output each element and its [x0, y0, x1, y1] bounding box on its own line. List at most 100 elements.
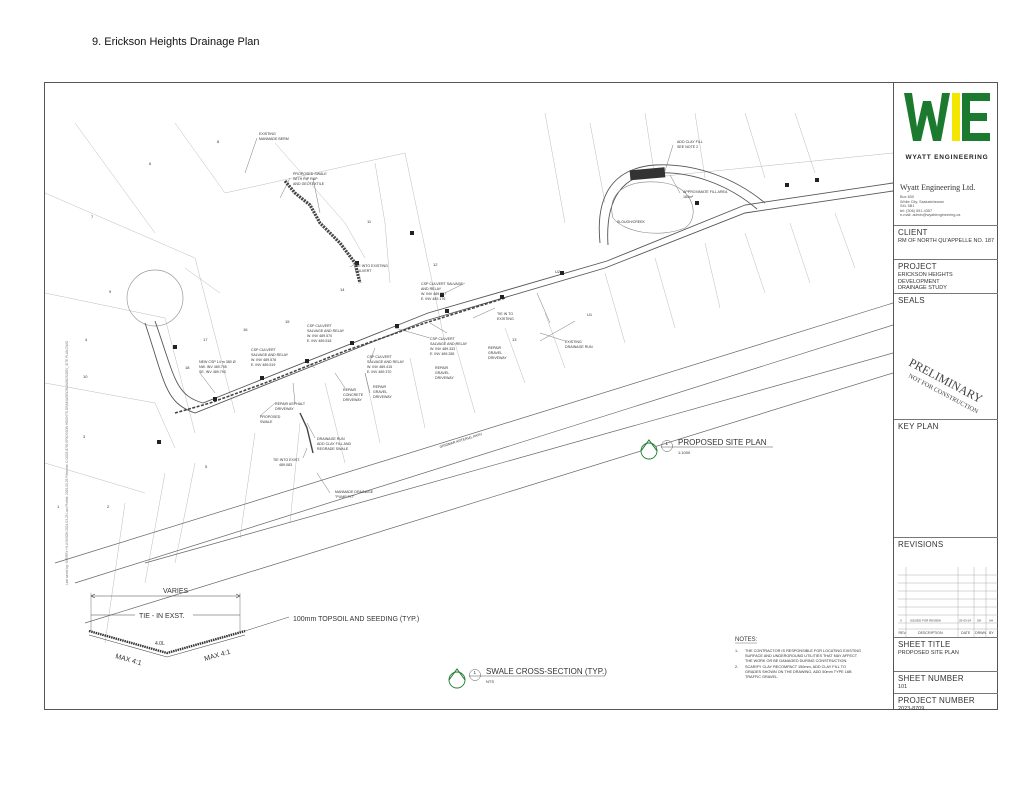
- svg-text:SWALE: SWALE: [260, 420, 273, 424]
- svg-text:WITH RIP RAP: WITH RIP RAP: [293, 177, 318, 181]
- svg-text:4.0L: 4.0L: [155, 641, 165, 647]
- svg-text:9: 9: [109, 289, 112, 294]
- firm-address: Box 800 White City, Saskatchewan S4L 5B1…: [900, 195, 961, 218]
- svg-text:CSP CULVERT SALVAGE: CSP CULVERT SALVAGE: [421, 282, 464, 286]
- svg-text:MANMADE BERM: MANMADE BERM: [259, 137, 289, 141]
- slough-outline: [611, 181, 694, 234]
- svg-text:W. INV 489.415: W. INV 489.415: [367, 365, 392, 369]
- notes-block: NOTES: 1. THE CONTRACTOR IS RESPONSIBLE …: [735, 637, 861, 679]
- svg-text:CSP CULVERT: CSP CULVERT: [430, 337, 456, 341]
- client-section: CLIENT RM OF NORTH QU'APPELLE NO. 187: [894, 225, 998, 259]
- site-plan-drawing: GRIDMAR ARTERIAL PATH SLOUGH/CREEK: [45, 112, 893, 689]
- svg-text:U2: U2: [555, 269, 561, 274]
- svg-text:DRIVEWAY: DRIVEWAY: [488, 356, 507, 360]
- svg-text:SURFACE AND UNDERGROUND UTILIT: SURFACE AND UNDERGROUND UTILITIES THAT M…: [745, 654, 858, 658]
- svg-text:GRAVEL: GRAVEL: [435, 371, 449, 375]
- svg-text:APPROXIMATE FILL AREA: APPROXIMATE FILL AREA: [683, 190, 728, 194]
- svg-text:TIE INTO EXISTING: TIE INTO EXISTING: [355, 264, 388, 268]
- svg-text:CSP CULVERT: CSP CULVERT: [251, 348, 277, 352]
- project-number-section: PROJECT NUMBER 2023-8709: [894, 693, 998, 712]
- svg-text:REPAIR ASPHALT: REPAIR ASPHALT: [275, 402, 306, 406]
- svg-text:DATE: DATE: [961, 631, 971, 635]
- svg-text:TIE - IN EXST.: TIE - IN EXST.: [139, 613, 185, 620]
- view1-title: 1 PROPOSED SITE PLAN 1:1000: [640, 438, 773, 460]
- svg-text:PROPOSED SWALE: PROPOSED SWALE: [293, 172, 327, 176]
- sheet-title-section: SHEET TITLE PROPOSED SITE PLAN: [894, 637, 998, 671]
- lot-numbers: 6 7 8 9 10 11 12 13 14 15 16 17 18 1 2 3…: [57, 139, 593, 509]
- svg-text:16: 16: [243, 327, 248, 332]
- svg-text:TRAFFIC GRAVEL.: TRAFFIC GRAVEL.: [745, 675, 778, 679]
- svg-text:E. INV 489.285: E. INV 489.285: [430, 352, 454, 356]
- svg-text:ISSUED FOR REVIEW: ISSUED FOR REVIEW: [910, 619, 941, 623]
- svg-text:4: 4: [85, 337, 88, 342]
- svg-text:REV.: REV.: [899, 631, 907, 635]
- svg-text:SALVAGE AND RELAY: SALVAGE AND RELAY: [251, 353, 289, 357]
- north-arrow-icon: [640, 439, 658, 452]
- svg-text:EXISTING: EXISTING: [497, 317, 514, 321]
- svg-text:GRAVEL: GRAVEL: [373, 390, 387, 394]
- svg-text:DRWN: DRWN: [975, 631, 987, 635]
- svg-text:SWALE CROSS-SECTION (TYP.): SWALE CROSS-SECTION (TYP.): [486, 667, 607, 676]
- svg-text:1: 1: [666, 441, 669, 446]
- page-title: 9. Erickson Heights Drainage Plan: [92, 36, 260, 48]
- svg-text:1.: 1.: [735, 649, 738, 653]
- firm-name: Wyatt Engineering Ltd.: [900, 183, 976, 192]
- svg-text:DRIVEWAY: DRIVEWAY: [435, 376, 454, 380]
- road-lines: [144, 164, 893, 414]
- leader-lines: [199, 137, 681, 494]
- title-block: WYATT ENGINEERING Wyatt Engineering Ltd.…: [893, 83, 998, 712]
- svg-text:REPAIR: REPAIR: [373, 385, 387, 389]
- svg-text:E. INV 489.518: E. INV 489.518: [307, 339, 331, 343]
- svg-text:U1: U1: [587, 312, 593, 317]
- svg-text:DESCRIPTION: DESCRIPTION: [918, 631, 943, 635]
- svg-text:DRIVEWAY: DRIVEWAY: [373, 395, 392, 399]
- svg-text:6: 6: [149, 161, 152, 166]
- svg-text:TIE IN TO: TIE IN TO: [497, 312, 513, 316]
- highway-label: GRIDMAR ARTERIAL PATH: [439, 432, 483, 449]
- key-plan-section: KEY PLAN: [894, 419, 998, 537]
- revisions-table: 0 ISSUED FOR REVIEW 25-03-24 SH AH REV. …: [898, 567, 998, 637]
- svg-text:25-03-24: 25-03-24: [959, 619, 971, 623]
- svg-text:15: 15: [285, 319, 290, 324]
- svg-text:E. INV 489.519: E. INV 489.519: [251, 363, 275, 367]
- wyatt-logo: [902, 91, 992, 145]
- svg-text:REPAIR: REPAIR: [435, 366, 449, 370]
- svg-text:12: 12: [433, 262, 438, 267]
- svg-text:11: 11: [367, 219, 372, 224]
- svg-text:REPAIR: REPAIR: [343, 388, 357, 392]
- slough-label: SLOUGH/CREEK: [617, 220, 645, 224]
- swale-cross-section: VARIES TIE - IN EXST. 100mm TOPSOIL AND …: [88, 588, 419, 667]
- callout-labels: EXISTING MANMADE BERM PROPOSED SWALE WIT…: [199, 132, 728, 499]
- drainage-run-line: [299, 412, 314, 454]
- cul-de-sac: [126, 269, 184, 327]
- svg-text:THE CONTRACTOR IS RESPONSIBLE: THE CONTRACTOR IS RESPONSIBLE FOR LOCATI…: [745, 649, 861, 653]
- svg-text:1:1000: 1:1000: [678, 450, 691, 455]
- svg-text:EXISTING: EXISTING: [565, 340, 582, 344]
- view2-title: 1 SWALE CROSS-SECTION (TYP.) NTS: [448, 667, 607, 689]
- svg-text:13: 13: [512, 337, 517, 342]
- revisions-section: REVISIONS: [894, 537, 998, 637]
- svg-text:CONCRETE: CONCRETE: [343, 393, 364, 397]
- svg-text:SALVAGE AND RELAY: SALVAGE AND RELAY: [307, 329, 345, 333]
- svg-text:10: 10: [83, 374, 88, 379]
- seals-section: SEALS: [894, 293, 998, 419]
- svg-text:BY: BY: [989, 631, 994, 635]
- svg-text:1: 1: [474, 670, 477, 675]
- svg-text:W. INV 489.570: W. INV 489.570: [307, 334, 332, 338]
- north-arrow-icon-2: [448, 668, 466, 681]
- svg-text:100mm TOPSOIL AND SEEDING (TYP: 100mm TOPSOIL AND SEEDING (TYP.): [293, 616, 419, 623]
- svg-text:MAX 4:1: MAX 4:1: [204, 649, 232, 663]
- svg-text:DRAINAGE RUN: DRAINAGE RUN: [317, 437, 345, 441]
- svg-text:W. INV 489.578: W. INV 489.578: [251, 358, 276, 362]
- logo-name: WYATT ENGINEERING: [905, 154, 989, 161]
- svg-text:W. INV 489.333: W. INV 489.333: [430, 347, 455, 351]
- svg-text:17: 17: [203, 337, 208, 342]
- project-section: PROJECT ERICKSON HEIGHTS DEVELOPMENT DRA…: [894, 259, 998, 293]
- preliminary-stamp: PRELIMINARY NOT FOR CONSTRUCTION: [907, 355, 986, 413]
- svg-text:REGRADE SWALE: REGRADE SWALE: [317, 447, 349, 451]
- svg-text:THE WORK OR BE DAMAGED DURING: THE WORK OR BE DAMAGED DURING CONSTRUCTI…: [745, 659, 847, 663]
- svg-text:SEE NOTE 2: SEE NOTE 2: [677, 145, 698, 149]
- svg-text:14: 14: [340, 287, 345, 292]
- svg-text:REPAIR: REPAIR: [488, 346, 502, 350]
- svg-text:0: 0: [900, 619, 902, 623]
